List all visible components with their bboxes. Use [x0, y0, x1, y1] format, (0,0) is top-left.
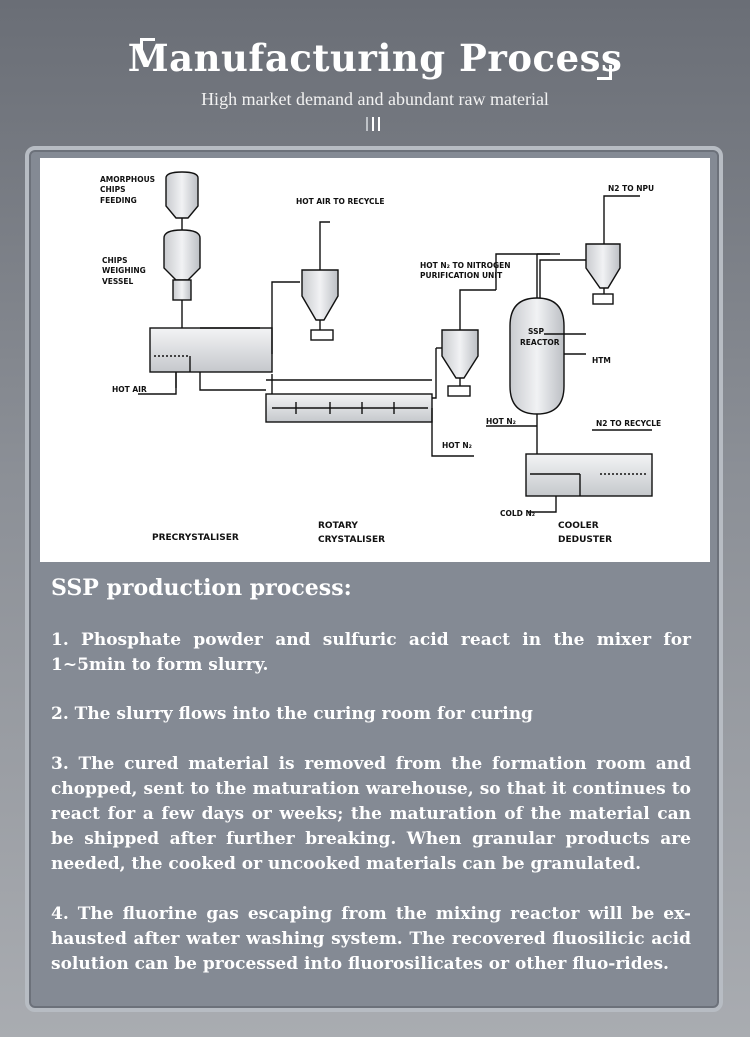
label-deduster: DEDUSTER — [558, 535, 612, 545]
header: Manufacturing Process High market demand… — [0, 0, 750, 150]
label-vessel: VESSEL — [102, 277, 134, 286]
label-hot-air-recycle: HOT AIR TO RECYCLE — [296, 197, 384, 206]
corner-bracket-top-left — [140, 38, 155, 53]
page-title: Manufacturing Process — [127, 36, 623, 80]
label-cooler: COOLER — [558, 521, 599, 531]
label-precrystaliser: PRECRYSTALISER — [152, 533, 239, 543]
process-diagram: AMORPHOUS CHIPS FEEDING CHIPS WEIGHING V… — [40, 158, 710, 562]
label-ssp: SSP — [528, 327, 544, 336]
label-cold-n2: COLD N₂ — [500, 509, 535, 518]
paragraph-4: 4. The fluorine gas escaping from the mi… — [51, 904, 691, 974]
label-chips: CHIPS — [100, 185, 125, 194]
label-crystaliser: CRYSTALISER — [318, 535, 385, 545]
label-rotary: ROTARY — [318, 521, 358, 531]
label-chips-2: CHIPS — [102, 256, 127, 265]
section-title: SSP production process: — [51, 575, 352, 601]
label-amorphous: AMORPHOUS — [100, 175, 155, 184]
label-hot-air: HOT AIR — [112, 385, 147, 394]
label-feeding: FEEDING — [100, 196, 137, 205]
label-hot-n2-b: HOT N₂ — [442, 441, 472, 450]
label-n2-to-npu: N2 TO NPU — [608, 184, 654, 193]
label-htm: HTM — [592, 356, 611, 365]
corner-bracket-bottom-right — [597, 65, 612, 80]
label-n2-to-recycle: N2 TO RECYCLE — [596, 419, 661, 428]
label-reactor: REACTOR — [520, 338, 560, 347]
process-diagram-svg: AMORPHOUS CHIPS FEEDING CHIPS WEIGHING V… — [100, 171, 661, 545]
label-weighing: WEIGHING — [102, 266, 146, 275]
paragraph-1: 1. Phosphate powder and sulfuric acid re… — [51, 630, 691, 675]
label-purification-unit: PURIFICATION UNIT — [420, 271, 503, 280]
process-description: SSP production process: 1. Phosphate pow… — [51, 570, 691, 974]
paragraph-2: 2. The slurry flows into the curing room… — [51, 704, 533, 724]
divider-marks — [366, 116, 384, 135]
page-subtitle: High market demand and abundant raw mate… — [201, 89, 549, 109]
paragraph-3: 3. The cured material is removed from th… — [51, 754, 691, 874]
label-hot-n2-a: HOT N₂ — [486, 417, 516, 426]
label-hot-n2-nitrogen: HOT N₂ TO NITROGEN — [420, 261, 511, 270]
